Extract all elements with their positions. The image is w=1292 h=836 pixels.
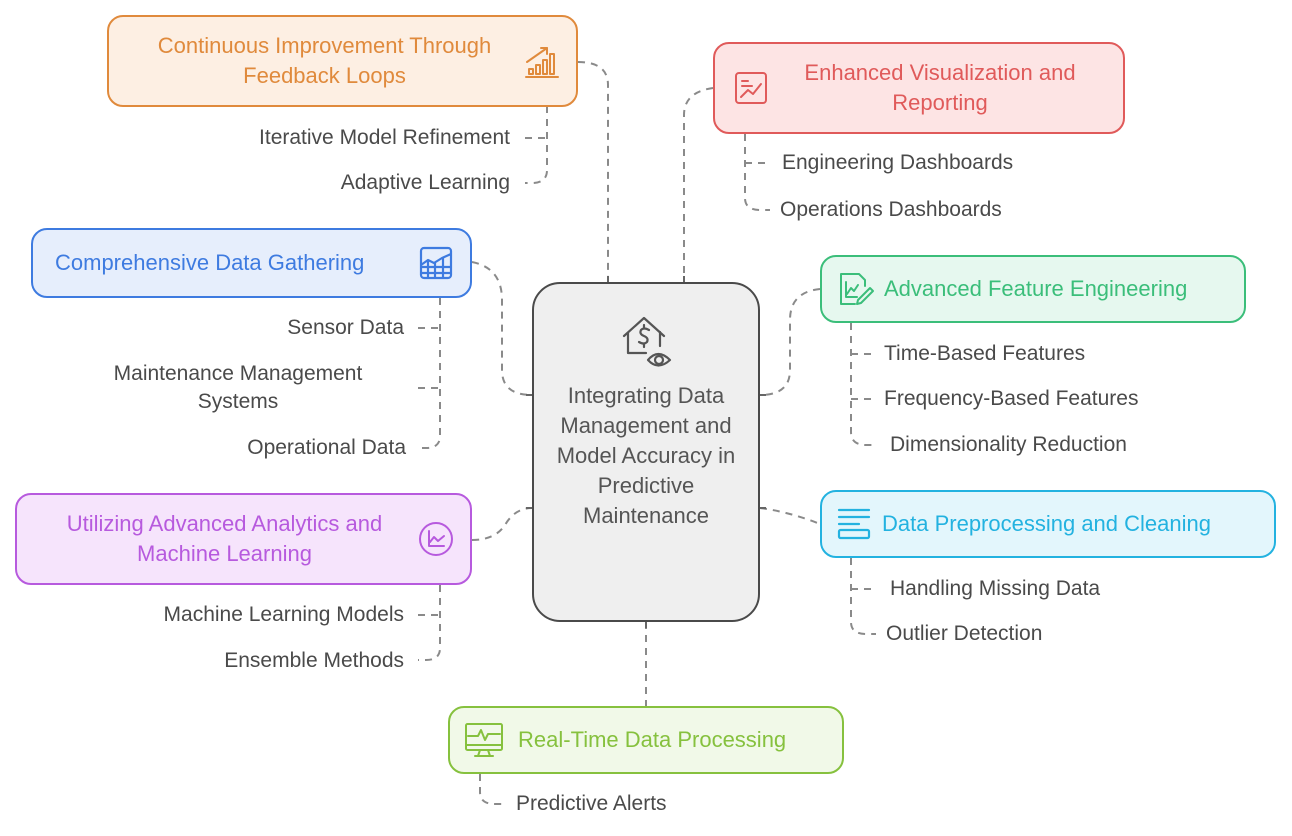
leaf-item: Adaptive Learning <box>340 171 510 194</box>
branch-preprocessing[interactable]: Data Preprocessing and Cleaning <box>820 490 1276 558</box>
leaf-item: Outlier Detection <box>886 622 1043 645</box>
leaf-item: Dimensionality Reduction <box>890 433 1127 456</box>
connector-visualization <box>683 87 714 282</box>
branch-title: Utilizing Advanced Analytics and Machine… <box>66 511 383 566</box>
circle-chart-icon <box>416 519 456 559</box>
branch-title: Enhanced Visualization and Reporting <box>804 60 1076 115</box>
branch-title: Real-Time Data Processing <box>518 727 787 752</box>
leaf-item: Machine Learning Models <box>163 603 404 626</box>
branch-data-gathering[interactable]: Comprehensive Data Gathering <box>31 228 472 298</box>
house-dollar-eye-icon <box>614 308 678 377</box>
branch-analytics-ml[interactable]: Utilizing Advanced Analytics and Machine… <box>15 493 472 585</box>
growth-chart-icon <box>522 41 562 81</box>
branch-visualization-reporting[interactable]: Enhanced Visualization and Reporting <box>713 42 1125 134</box>
connector-preprocessing <box>759 507 821 525</box>
branch-feedback-loops[interactable]: Continuous Improvement Through Feedback … <box>107 15 578 107</box>
branch-title: Continuous Improvement Through Feedback … <box>157 33 492 88</box>
leaf-item: Ensemble Methods <box>224 649 404 672</box>
branch-title: Advanced Feature Engineering <box>884 276 1188 301</box>
leaf-item: Time-Based Features <box>884 342 1086 365</box>
leaf-item: Maintenance Management Systems <box>113 362 363 413</box>
leaf-item: Frequency-Based Features <box>884 387 1139 410</box>
leaf-item: Sensor Data <box>287 316 404 339</box>
leaf-item: Operational Data <box>247 436 406 459</box>
leaf-item: Operations Dashboards <box>780 198 1002 221</box>
connector-features <box>759 288 821 396</box>
branch-feature-engineering[interactable]: Advanced Feature Engineering <box>820 255 1246 323</box>
branch-title: Comprehensive Data Gathering <box>55 250 365 275</box>
connector-gathering <box>471 261 533 396</box>
connector-analytics <box>471 507 533 541</box>
central-topic-node[interactable]: Integrating Data Management and Model Ac… <box>532 282 760 622</box>
leaf-item: Handling Missing Data <box>890 577 1101 600</box>
text-lines-icon <box>834 504 874 544</box>
spreadsheet-chart-icon <box>416 243 456 283</box>
leaf-item: Predictive Alerts <box>516 792 667 815</box>
branch-title: Data Preprocessing and Cleaning <box>882 511 1211 536</box>
connector-feedback <box>577 61 609 282</box>
leaf-item: Engineering Dashboards <box>782 151 1014 174</box>
monitor-pulse-icon <box>464 720 504 760</box>
leaf-item: Iterative Model Refinement <box>259 126 510 149</box>
report-chart-icon <box>731 68 771 108</box>
chart-edit-icon <box>836 269 876 309</box>
central-topic-title: Integrating Data Management and Model Ac… <box>556 383 736 528</box>
branch-realtime-processing[interactable]: Real-Time Data Processing <box>448 706 844 774</box>
